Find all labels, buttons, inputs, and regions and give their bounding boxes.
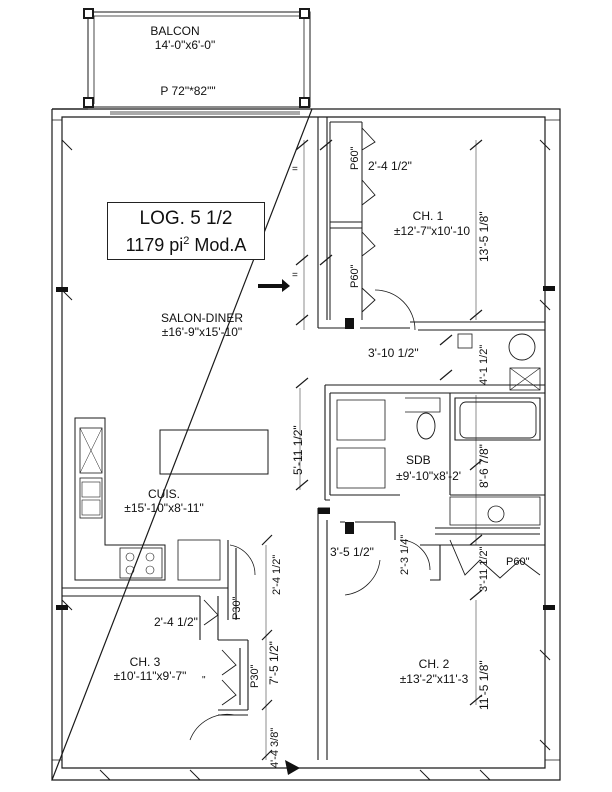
post [299,8,310,19]
dim-label: 3'-10 1/2" [368,346,419,360]
ch2-name: CH. 2 [419,657,450,671]
dim-label: 3'-5 1/2" [330,545,374,559]
ch1-dims: ±12'-7"x10'-10 [394,224,470,238]
closet-label: P60" [349,264,361,288]
water-heater [508,333,536,361]
dim-label: 4'-4 3/8" [269,728,281,768]
ch2-dims: ±13'-2"x11'-3 [400,672,469,686]
dim-label: 7'-5 1/2" [267,641,281,685]
dim-label: 8'-6 7/8" [477,444,491,488]
dim-label: 2'-3 1/4" [399,535,411,575]
svg-text:": " [202,675,206,686]
walls [51,8,561,781]
balcon-dims: 14'-0"x6'-0" [155,38,215,52]
ch1-wall [317,117,545,331]
dim-label: 11'-5 1/8" [477,660,491,710]
cuisine-name: CUIS. [148,487,180,501]
post [299,97,310,108]
sdb-dims: ±9'-10"x8'-2' [396,469,461,483]
exterior-wall-inner [61,116,546,769]
door-arc [344,539,431,596]
salon-dims: ±16'-9"x15'-10" [162,325,242,339]
closet-label: P60" [506,556,530,568]
unit-model: Mod.A [189,235,247,255]
dim-label: 5'-11 1/2" [291,425,305,475]
dim-label: 2'-4 1/2" [368,159,412,173]
post [83,97,94,108]
ch3-name: CH. 3 [130,655,161,669]
arrow-icon [258,279,290,292]
balcon-name: BALCON [150,24,199,38]
kitchen-counter [74,417,166,581]
unit-area-value: 1179 pi [125,235,184,255]
fridge [177,539,221,581]
dim-label: 4'-1 1/2" [478,345,490,385]
svg-text:=: = [292,270,298,281]
vanity [449,496,541,526]
ch3-wall [62,540,249,716]
dim-label: 2'-4 1/2" [271,555,283,595]
closet-label: P30" [249,664,261,688]
dim-label: 13'-5 1/8" [477,211,491,262]
bathtub [459,401,537,439]
patio-door-label: P 72"*82"" [160,84,215,98]
stove [119,547,163,579]
toilet [416,412,436,440]
unit-area-exponent: 2 [183,235,190,247]
cuisine-dims: ±15'-10"x8'-11" [124,501,204,515]
ch1-name: CH. 1 [413,209,444,223]
island [159,429,269,475]
ch3-dims: ±10'-11"x9'-7" [114,669,187,683]
dim-label: 3'-11 1/2" [478,546,490,592]
ch1-closet [329,121,363,320]
post [83,8,94,19]
closet-label: P30" [231,596,243,620]
bath-wall [324,384,545,501]
svg-text:=: = [292,164,298,175]
unit-area: 1179 pi2 Mod.A [108,230,264,256]
salon-name: SALON-DINER [161,311,243,325]
labels: BALCON 14'-0"x6'-0" P 72"*82"" SALON-DIN… [114,24,530,768]
closet-label: P60" [349,146,361,170]
sdb-name: SDB [406,453,431,467]
balcony [87,11,311,108]
door-arc [189,544,256,741]
unit-type: LOG. 5 1/2 [139,208,233,229]
door-arc [374,289,416,331]
wall-markers [56,279,555,775]
dim-label: 2'-4 1/2" [154,615,198,629]
unit-title-box: LOG. 5 1/2 1179 pi2 Mod.A [107,202,265,260]
